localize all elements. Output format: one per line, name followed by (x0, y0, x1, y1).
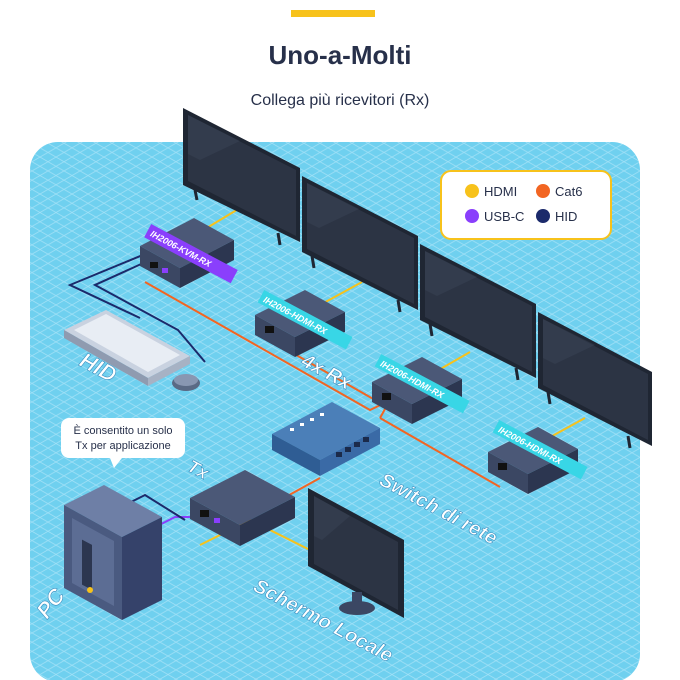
legend-hid-swatch (536, 209, 550, 223)
local-monitor (308, 488, 404, 618)
hdmi-cable (319, 281, 363, 306)
accent-bar (291, 10, 375, 17)
page-title: Uno-a-Molti (268, 40, 412, 70)
tv-screen (302, 176, 418, 313)
kvm-receiver: IH2006-KVM-RX (140, 218, 238, 288)
cat6-cable (379, 417, 501, 488)
hdmi-receiver: IH2006-HDMI-RX (372, 354, 470, 424)
hid-cable (92, 259, 206, 363)
page-subtitle: Collega più ricevitori (Rx) (250, 92, 430, 109)
mouse (172, 374, 200, 391)
hid-cable (67, 251, 151, 319)
legend-usbc-label: USB-C (484, 209, 524, 224)
tv-screen (538, 312, 652, 449)
hdmi-receiver: IH2006-HDMI-RX (255, 290, 353, 357)
note-line-2: Tx per applicazione (75, 440, 170, 452)
note-bubble: È consentito un solo Tx per applicazione (61, 418, 185, 468)
legend: HDMI Cat6 USB-C HID (440, 170, 612, 240)
keyboard (64, 310, 190, 386)
legend-hdmi-label: HDMI (484, 184, 517, 199)
tv-screen (183, 108, 300, 246)
pc-tower (64, 485, 162, 620)
legend-cat6-label: Cat6 (555, 184, 582, 199)
legend-usbc-swatch (465, 209, 479, 223)
tv-screen (420, 244, 536, 381)
tx-transmitter (190, 470, 295, 546)
legend-hid-label: HID (555, 209, 577, 224)
legend-cat6-swatch (536, 184, 550, 198)
legend-hdmi-swatch (465, 184, 479, 198)
network-switch (272, 402, 380, 476)
note-line-1: È consentito un solo (73, 424, 172, 437)
